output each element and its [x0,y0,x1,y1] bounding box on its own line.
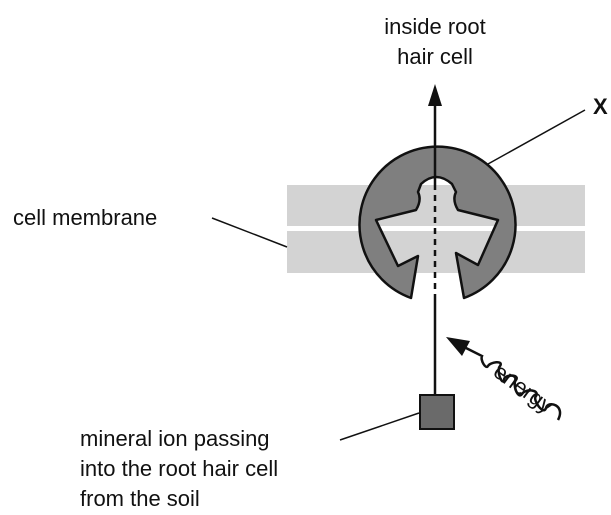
ion-label-line2: into the root hair cell [80,454,278,484]
mineral-ion [420,395,454,429]
inside-label-line1: inside root [365,12,505,42]
upward-arrowhead [428,84,442,106]
ion-leader-line [340,413,419,440]
x-leader-line [488,110,585,164]
ion-label-line1: mineral ion passing [80,424,278,454]
membrane-leader-line [212,218,287,247]
protein-x-label: X [593,92,608,122]
inside-label-line2: hair cell [365,42,505,72]
ion-label-line3: from the soil [80,484,278,514]
ion-label: mineral ion passing into the root hair c… [80,424,278,514]
energy-arrowhead [446,337,470,356]
membrane-label: cell membrane [13,203,157,233]
inside-label: inside root hair cell [365,12,505,72]
